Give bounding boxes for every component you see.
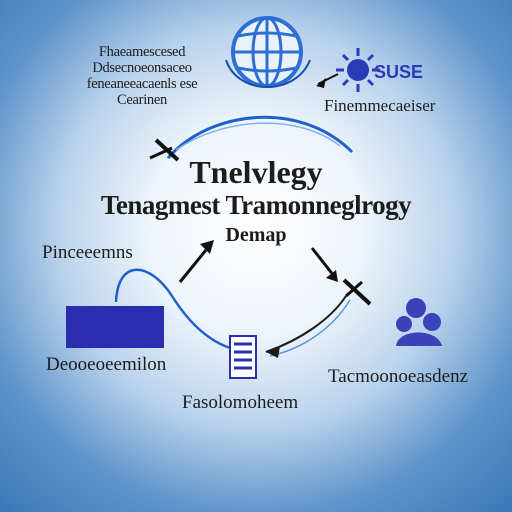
title-line-3: Demap [225,224,287,246]
label-bottom: Fasolomoheem [182,392,299,413]
arrowhead-bottom [266,346,280,358]
label-top-left: Fhaeamescesed Ddsecnoeonsaceo feneaneeac… [86,44,198,108]
cycle-arrow-left-curve [114,268,251,354]
document-icon [229,335,257,379]
cycle-arrow-bottom [265,295,347,353]
cycle-arrow-bottom-blue [269,299,351,357]
cycle-arrow-left [178,240,214,283]
people-icon [396,298,442,346]
label-top-right: Finemmecaeiser [324,96,436,115]
gear-icon [316,48,380,92]
globe-icon [225,16,311,88]
label-right: Tacmoonoeasdenz [328,366,469,387]
title-line-1: Tnelvlegy [189,154,323,190]
cycle-arrow-right [310,247,372,306]
cycle-arrow-top [166,115,354,159]
label-left: Pinceeemns [42,242,133,263]
arrowhead-icon [149,138,180,162]
cycle-arrow-top-inner [175,122,341,151]
logo-text: SUSE [374,62,424,82]
blue-panel-icon [66,306,164,348]
title-line-2: Tenagmest Tramonneglrogy [100,190,412,220]
label-bottom-left: Deooeoeemilon [46,354,167,375]
